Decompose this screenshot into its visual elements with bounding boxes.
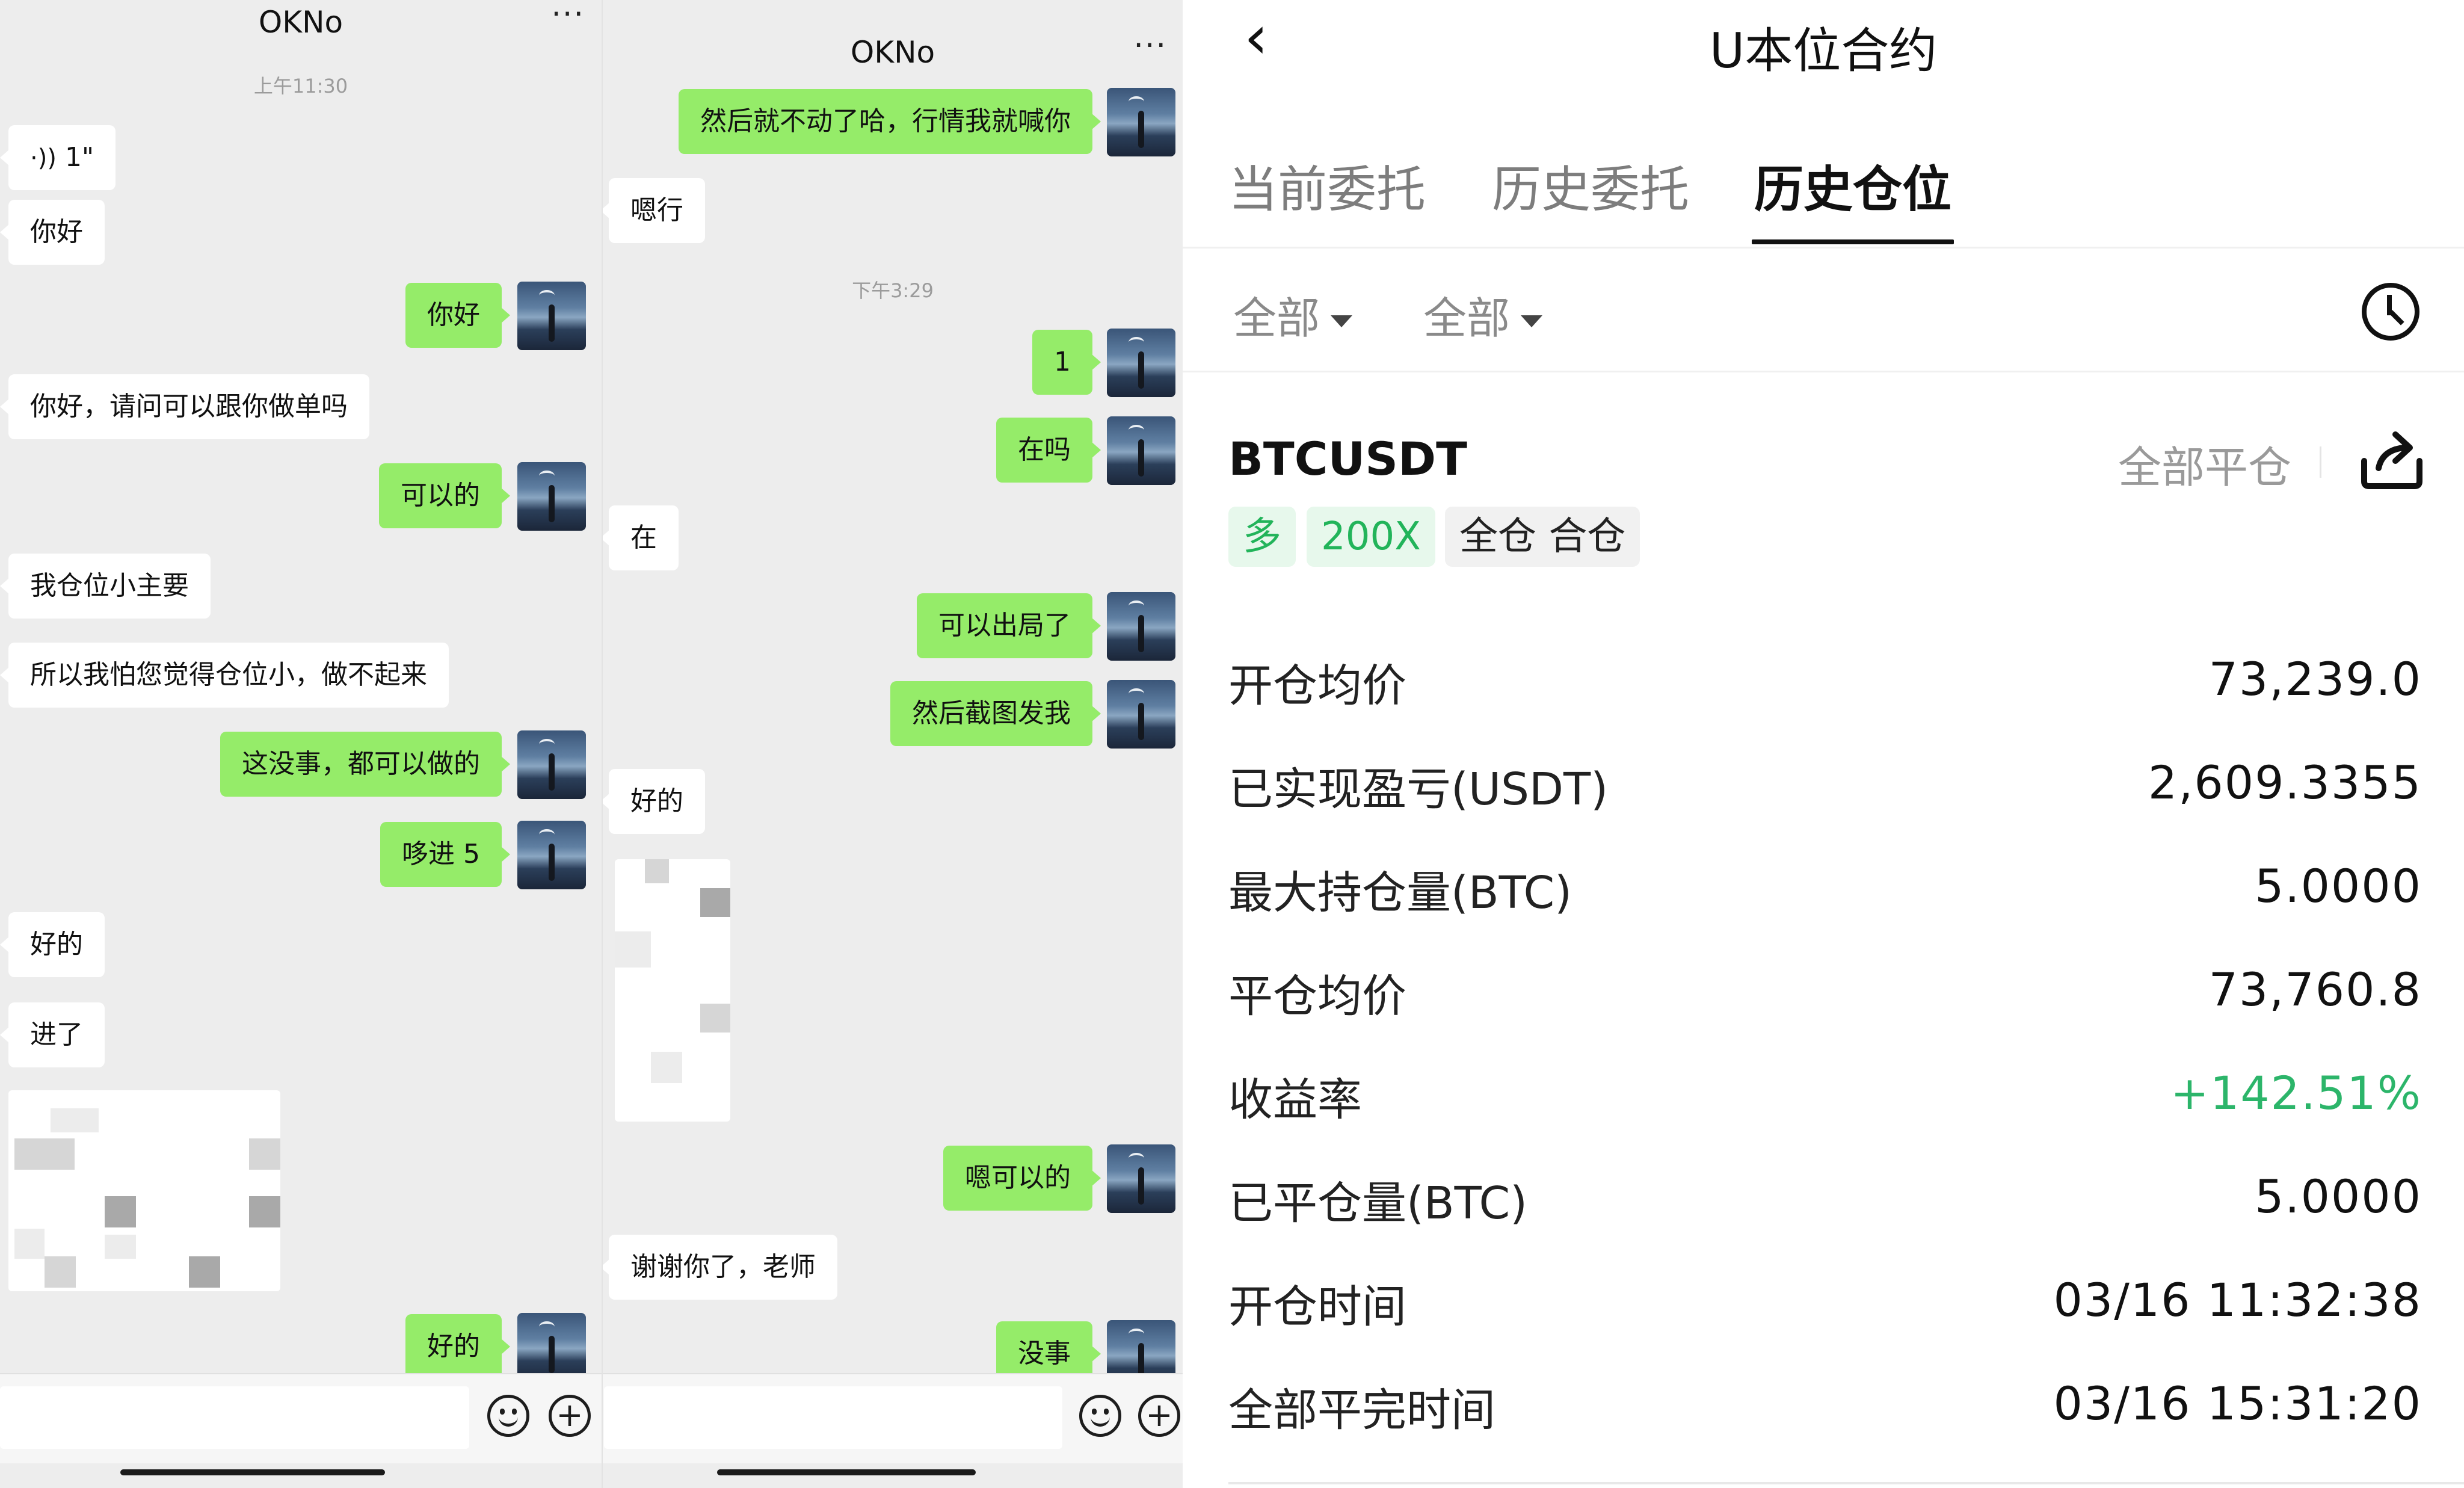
message-bubble[interactable]: 哆进 5 xyxy=(380,822,510,887)
separator xyxy=(2320,446,2321,478)
image-message-blurred[interactable] xyxy=(615,859,730,1122)
message-input[interactable] xyxy=(0,1386,469,1449)
message-bubble[interactable]: 1 xyxy=(1032,330,1101,395)
message-bubble[interactable]: 所以我怕您觉得仓位小，做不起来 xyxy=(0,643,449,708)
chat-title: OKNo xyxy=(258,5,343,40)
filter-label: 全部 xyxy=(1233,293,1320,344)
avatar[interactable] xyxy=(1107,680,1175,749)
max-position-label: 最大持仓量(BTC) xyxy=(1228,867,1572,919)
input-bar: + xyxy=(603,1373,1183,1463)
home-indicator xyxy=(717,1469,976,1475)
close-avg-price-value: 73,760.8 xyxy=(2208,963,2422,1016)
divider xyxy=(1228,1482,2464,1484)
message-bubble[interactable]: 在吗 xyxy=(996,418,1101,483)
message-bubble[interactable]: 你好 xyxy=(0,200,105,265)
avatar[interactable] xyxy=(517,1313,586,1381)
tab-current-orders[interactable]: 当前委托 xyxy=(1228,161,1426,218)
filter-label: 全部 xyxy=(1423,293,1511,344)
chevron-down-icon xyxy=(1521,315,1543,328)
message-bubble[interactable]: 然后截图发我 xyxy=(890,681,1101,746)
roi-value: +142.51% xyxy=(2170,1066,2422,1120)
message-bubble[interactable]: 嗯行 xyxy=(603,178,705,243)
voice-icon: ·)) xyxy=(30,144,57,172)
filter-dropdown-2[interactable]: 全部 xyxy=(1423,283,1543,346)
avatar[interactable] xyxy=(517,282,586,350)
input-bar: + xyxy=(0,1373,602,1463)
message-bubble[interactable]: 你好 xyxy=(405,283,510,348)
avatar[interactable] xyxy=(1107,329,1175,397)
timestamp: 上午11:30 xyxy=(253,75,348,97)
chat-panel-left: OKNo ··· 上午11:30 ·)) 1" 你好 你好 你好，请问可以跟你做… xyxy=(0,0,602,1488)
avatar[interactable] xyxy=(517,462,586,531)
share-icon[interactable] xyxy=(2356,426,2428,492)
closed-amount-value: 5.0000 xyxy=(2255,1170,2422,1223)
avatar[interactable] xyxy=(517,821,586,889)
open-time-label: 开仓时间 xyxy=(1228,1281,1406,1333)
avatar[interactable] xyxy=(1107,1144,1175,1213)
message-bubble[interactable]: 好的 xyxy=(0,912,105,977)
avatar[interactable] xyxy=(1107,592,1175,661)
message-input[interactable] xyxy=(604,1386,1062,1449)
message-bubble[interactable]: 可以的 xyxy=(379,463,510,528)
avatar[interactable] xyxy=(517,730,586,799)
page-title: U本位合约 xyxy=(1709,23,1938,79)
direction-badge: 多 xyxy=(1228,507,1296,567)
back-icon[interactable]: ‹ xyxy=(1244,2,1268,72)
message-bubble[interactable]: 谢谢你了，老师 xyxy=(603,1235,837,1300)
message-bubble[interactable]: 在 xyxy=(603,505,679,570)
open-avg-price-value: 73,239.0 xyxy=(2208,652,2422,706)
open-avg-price-label: 开仓均价 xyxy=(1228,660,1406,712)
message-bubble[interactable]: 你好，请问可以跟你做单吗 xyxy=(0,374,369,439)
close-time-value: 03/16 15:31:20 xyxy=(2053,1377,2422,1430)
chat-panel-middle: OKNo ··· 然后就不动了哈，行情我就喊你 嗯行 下午3:29 1 在吗 在… xyxy=(602,0,1183,1488)
message-bubble[interactable]: 我仓位小主要 xyxy=(0,554,211,619)
close-time-label: 全部平完时间 xyxy=(1228,1385,1495,1436)
filter-dropdown-1[interactable]: 全部 xyxy=(1233,283,1353,346)
smile-icon[interactable] xyxy=(487,1395,529,1437)
active-tab-indicator xyxy=(1752,239,1954,244)
realized-pnl-value: 2,609.3355 xyxy=(2148,756,2422,809)
leverage-badge: 200X xyxy=(1307,507,1435,567)
message-bubble[interactable]: 然后就不动了哈，行情我就喊你 xyxy=(679,89,1101,154)
smile-icon[interactable] xyxy=(1079,1395,1121,1437)
close-all-button[interactable]: 全部平仓 xyxy=(2118,442,2292,493)
message-bubble[interactable]: 好的 xyxy=(405,1314,510,1379)
image-message-blurred[interactable] xyxy=(8,1090,280,1291)
more-icon[interactable]: ··· xyxy=(1133,28,1167,64)
message-bubble[interactable]: 进了 xyxy=(0,1002,105,1067)
open-time-value: 03/16 11:32:38 xyxy=(2053,1273,2422,1327)
avatar[interactable] xyxy=(1107,88,1175,156)
roi-label: 收益率 xyxy=(1228,1074,1362,1126)
add-icon[interactable]: + xyxy=(1138,1395,1180,1437)
tab-position-history[interactable]: 历史仓位 xyxy=(1754,161,1952,218)
more-icon[interactable]: ··· xyxy=(551,0,585,32)
message-bubble[interactable]: 嗯可以的 xyxy=(943,1146,1101,1211)
max-position-value: 5.0000 xyxy=(2255,859,2422,913)
close-avg-price-label: 平仓均价 xyxy=(1228,971,1406,1022)
home-indicator xyxy=(120,1469,385,1475)
divider xyxy=(1183,371,2464,372)
symbol-name: BTCUSDT xyxy=(1228,432,1467,486)
voice-message[interactable]: ·)) 1" xyxy=(0,125,116,190)
trade-panel: ‹ U本位合约 当前委托 历史委托 历史仓位 全部 全部 BTCUSDT 全部平… xyxy=(1183,0,2464,1488)
divider xyxy=(1183,247,2464,249)
tab-order-history[interactable]: 历史委托 xyxy=(1492,161,1690,218)
chat-title: OKNo xyxy=(850,35,935,70)
chevron-down-icon xyxy=(1331,315,1353,328)
clock-icon[interactable] xyxy=(2362,283,2419,341)
realized-pnl-label: 已实现盈亏(USDT) xyxy=(1228,764,1609,815)
closed-amount-label: 已平仓量(BTC) xyxy=(1228,1178,1528,1229)
add-icon[interactable]: + xyxy=(549,1395,591,1437)
avatar[interactable] xyxy=(1107,416,1175,485)
timestamp: 下午3:29 xyxy=(852,279,934,302)
message-bubble[interactable]: 这没事，都可以做的 xyxy=(220,732,510,797)
message-bubble[interactable]: 好的 xyxy=(603,769,705,834)
message-bubble[interactable]: 可以出局了 xyxy=(917,593,1101,658)
margin-mode-badge: 全仓 合仓 xyxy=(1445,507,1640,567)
voice-duration: 1" xyxy=(64,142,94,173)
